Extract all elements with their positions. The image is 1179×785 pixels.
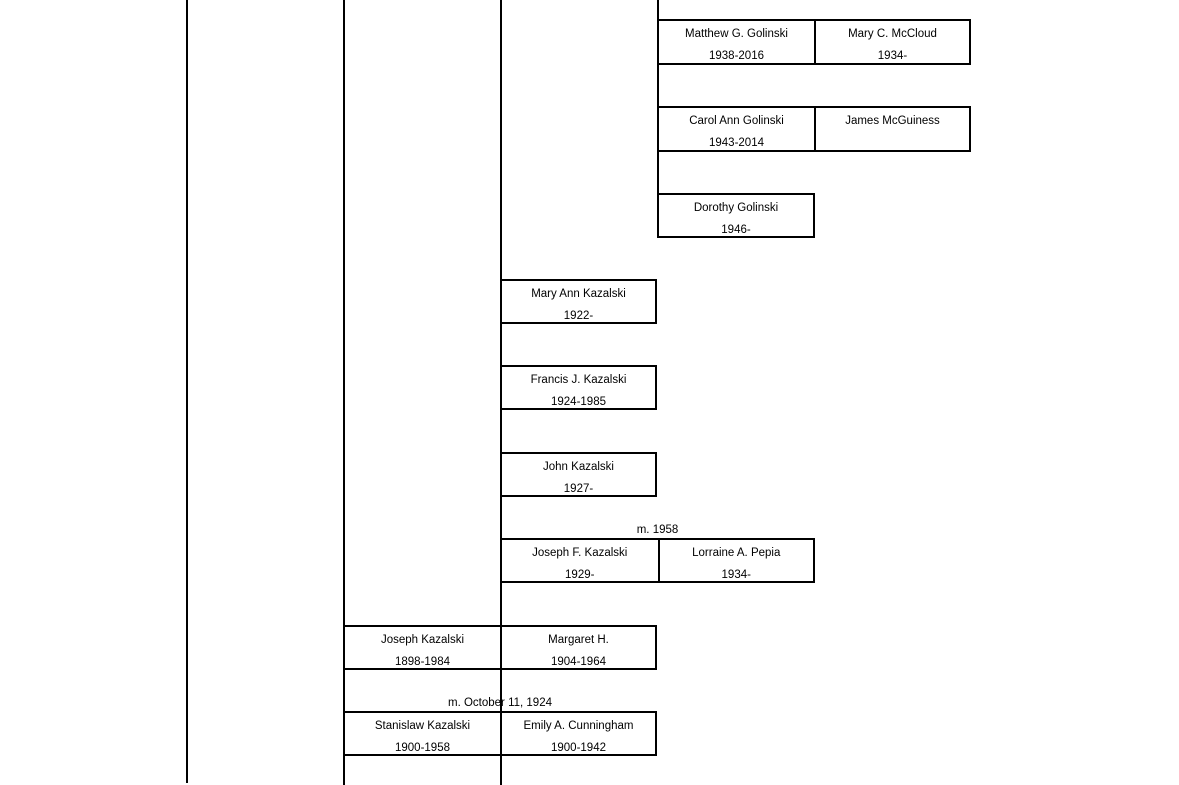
person-name: Joseph Kazalski xyxy=(380,634,465,646)
person-dates: 1904-1964 xyxy=(551,656,606,668)
person-dates: 1938-2016 xyxy=(709,50,764,62)
person-name: Lorraine A. Pepia xyxy=(692,547,781,559)
couple-box-joseph-f-kazalski-couple: Joseph F. Kazalski 1929- Lorraine A. Pepia… xyxy=(500,538,815,583)
person-name: James McGuiness xyxy=(845,115,940,127)
person-box-mary-ann-kazalski[interactable]: Mary Ann Kazalski 1922- xyxy=(500,279,657,324)
generation-spine-1 xyxy=(186,0,188,783)
person-name: Joseph F. Kazalski xyxy=(532,547,628,559)
person-box-joseph-f-kazalski-couple-left[interactable]: Joseph F. Kazalski 1929- xyxy=(502,540,658,581)
person-box-joseph-f-kazalski-couple-right[interactable]: Lorraine A. Pepia 1934- xyxy=(657,540,814,581)
person-box-joseph-kazalski-couple-right[interactable]: Margaret H. 1904-1964 xyxy=(500,627,655,668)
couple-box-stanislaw-kazalski-couple: Stanislaw Kazalski 1900-1958 Emily A. Cunn… xyxy=(343,711,657,756)
couple-box-matthew-golinski-couple: Matthew G. Golinski 1938-2016 Mary C. McCl… xyxy=(657,19,971,65)
person-name: Matthew G. Golinski xyxy=(685,28,788,40)
person-name: Dorothy Golinski xyxy=(693,202,779,214)
person-name: John Kazalski xyxy=(543,461,614,473)
person-name: Francis J. Kazalski xyxy=(530,374,627,386)
person-name: Margaret H. xyxy=(548,634,609,646)
person-name: Stanislaw Kazalski xyxy=(374,720,471,732)
person-box-joseph-kazalski-couple-left[interactable]: Joseph Kazalski 1898-1984 xyxy=(345,627,500,668)
person-box-stanislaw-kazalski-couple-right[interactable]: Emily A. Cunningham 1900-1942 xyxy=(500,713,655,754)
person-dates: 1922- xyxy=(563,310,594,322)
person-dates: 1934- xyxy=(721,569,751,581)
person-box-stanislaw-kazalski-couple-left[interactable]: Stanislaw Kazalski 1900-1958 xyxy=(345,713,500,754)
person-dates: 1900-1958 xyxy=(395,742,450,754)
marriage-label-marriage-joseph-lorraine: m. 1958 xyxy=(636,524,679,536)
couple-box-joseph-kazalski-couple: Joseph Kazalski 1898-1984 Margaret H. 1904-… xyxy=(343,625,657,670)
couple-box-carol-golinski-couple: Carol Ann Golinski 1943-2014 James McGuine… xyxy=(657,106,971,152)
person-box-francis-kazalski[interactable]: Francis J. Kazalski 1924-1985 xyxy=(500,365,657,410)
person-name: Mary Ann Kazalski xyxy=(531,288,626,300)
person-box-carol-golinski-couple-left[interactable]: Carol Ann Golinski 1943-2014 xyxy=(659,108,814,150)
person-dates: 1943-2014 xyxy=(709,137,764,149)
person-dates: 1934- xyxy=(877,50,908,62)
person-dates: 1929- xyxy=(565,569,595,581)
person-box-carol-golinski-couple-right[interactable]: James McGuiness xyxy=(814,108,969,150)
person-name: Mary C. McCloud xyxy=(848,28,937,40)
person-name: Carol Ann Golinski xyxy=(689,115,784,127)
person-dates: 1898-1984 xyxy=(395,656,450,668)
person-box-matthew-golinski-couple-right[interactable]: Mary C. McCloud 1934- xyxy=(814,21,969,63)
person-box-john-kazalski[interactable]: John Kazalski 1927- xyxy=(500,452,657,497)
person-dates: 1946- xyxy=(721,224,751,236)
person-dates: 1900-1942 xyxy=(551,742,606,754)
generation-spine-2 xyxy=(343,0,345,785)
person-dates: 1924-1985 xyxy=(551,396,606,408)
marriage-label-marriage-stanislaw-emily: m. October 11, 1924 xyxy=(448,697,552,709)
person-box-matthew-golinski-couple-left[interactable]: Matthew G. Golinski 1938-2016 xyxy=(659,21,814,63)
person-name: Emily A. Cunningham xyxy=(523,720,634,732)
person-box-dorothy-golinski[interactable]: Dorothy Golinski 1946- xyxy=(657,193,815,238)
person-dates: 1927- xyxy=(563,483,594,495)
